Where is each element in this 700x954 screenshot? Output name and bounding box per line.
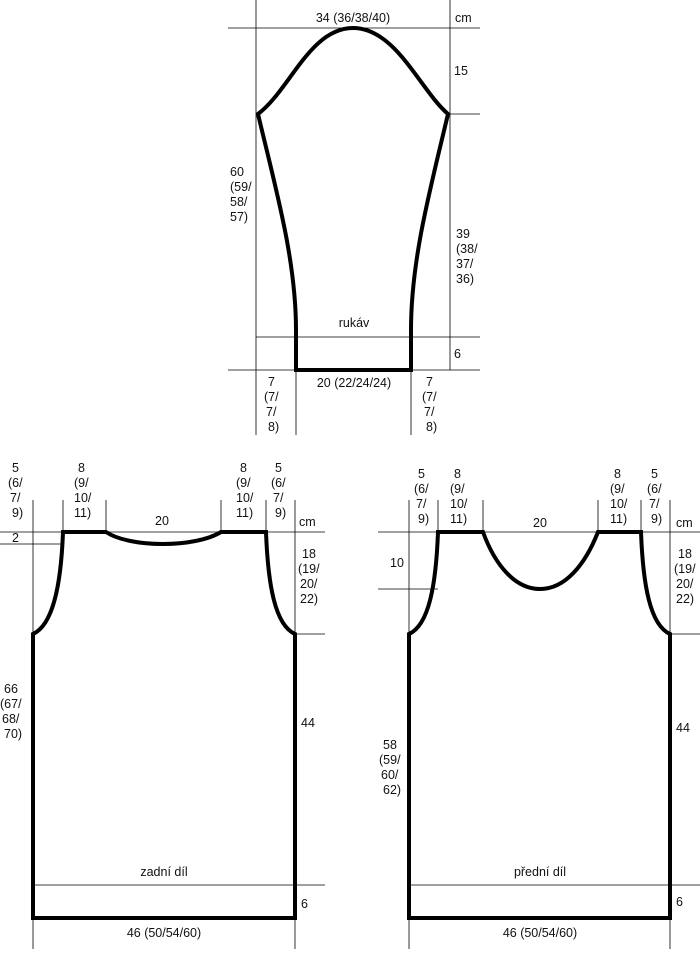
sleeve-outline [255,25,451,372]
back-width: 46 (50/54/60) [127,926,201,940]
sleeve-total-length: 60 (59/ 58/ 57) [230,165,255,224]
back-shoulder-right: 8 (9/ 10/ 11) [236,461,257,520]
front-unit: cm [676,516,693,530]
front-armhole-left: 5 (6/ 7/ 9) [414,467,432,526]
back-shoulder-left: 8 (9/ 10/ 11) [74,461,95,520]
front-shoulder-left: 8 (9/ 10/ 11) [450,467,471,526]
back-diagram: 5 (6/ 7/ 9) 8 (9/ 10/ 11) 20 8 (9/ 10/ 1… [0,461,325,949]
back-hem-height: 6 [301,897,308,911]
front-outline [407,530,672,920]
back-outline [31,530,297,920]
front-hem-height: 6 [676,895,683,909]
sleeve-cap-height: 15 [454,64,468,78]
front-diagram: 5 (6/ 7/ 9) 8 (9/ 10/ 11) 20 8 (9/ 10/ 1… [378,467,700,949]
back-armhole-height: 18 (19/ 20/ 22) [298,547,323,606]
front-width: 46 (50/54/60) [503,926,577,940]
front-armhole-height: 18 (19/ 20/ 22) [674,547,699,606]
sleeve-left-taper: 7 (7/ 7/ 8) [264,375,282,434]
front-side-length: 44 [676,721,690,735]
back-neck-depth: 2 [12,531,19,545]
front-label: přední díl [514,865,566,879]
back-side-length: 44 [301,716,315,730]
sleeve-top-width: 34 (36/38/40) [316,11,390,25]
sleeve-cuff-height: 6 [454,347,461,361]
front-shoulder-right: 8 (9/ 10/ 11) [610,467,631,526]
sleeve-diagram: 34 (36/38/40) cm 15 rukáv 6 20 (22/24/24… [228,0,481,435]
front-neck-depth: 10 [390,556,404,570]
back-armhole-right: 5 (6/ 7/ 9) [271,461,289,520]
sleeve-label: rukáv [339,316,370,330]
sleeve-cuff-width: 20 (22/24/24) [317,376,391,390]
back-label: zadní díl [140,865,187,879]
back-total-length: 66 (67/ 68/ 70) [0,682,25,741]
sleeve-unit: cm [455,11,472,25]
front-total-length: 58 (59/ 60/ 62) [379,738,404,797]
front-neck-width: 20 [533,516,547,530]
back-armhole-left: 5 (6/ 7/ 9) [8,461,26,520]
sleeve-right-taper: 7 (7/ 7/ 8) [422,375,440,434]
back-unit: cm [299,515,316,529]
back-neck-width: 20 [155,514,169,528]
sleeve-side-length: 39 (38/ 37/ 36) [456,227,481,286]
front-armhole-right: 5 (6/ 7/ 9) [647,467,665,526]
